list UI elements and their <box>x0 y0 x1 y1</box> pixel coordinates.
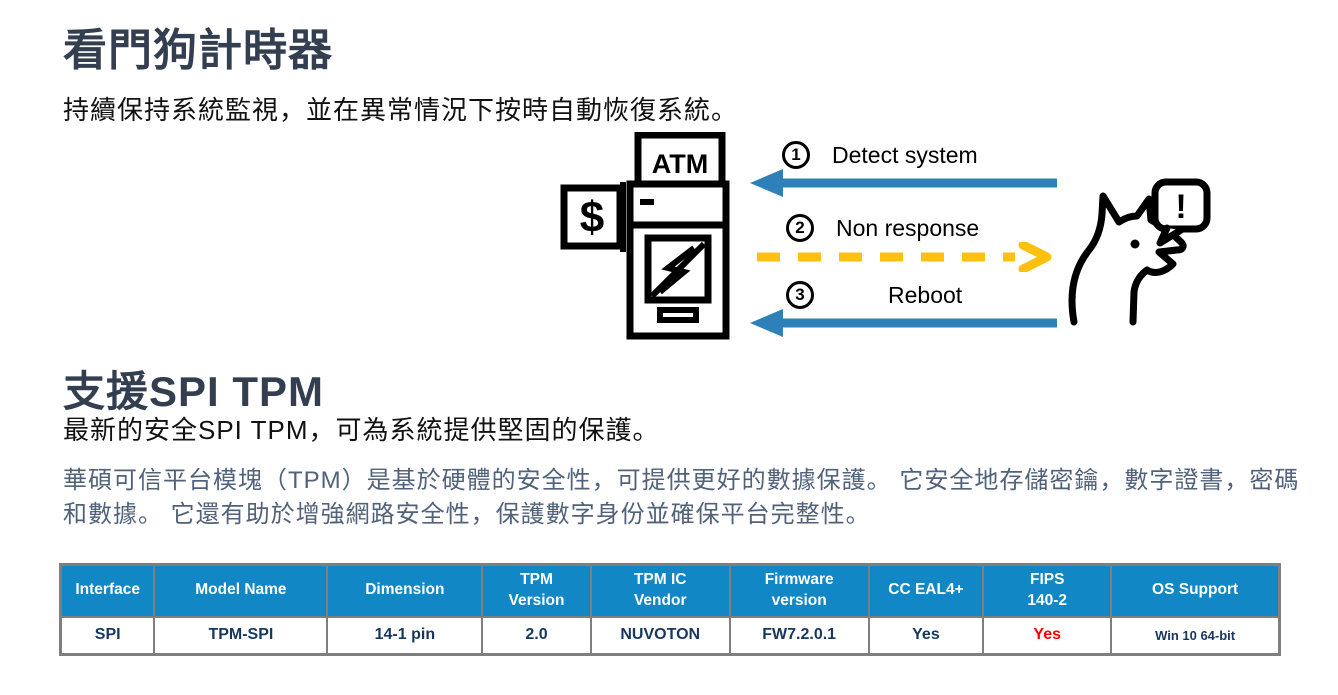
header-dimension: Dimension <box>326 563 484 618</box>
header-firmware-version: Firmware version <box>728 563 870 618</box>
atm-label: ATM <box>652 149 708 179</box>
cell-firmware-version: FW7.2.0.1 <box>728 615 870 656</box>
arrow-left-reboot-icon <box>750 309 1057 337</box>
step-number-badge: 1 <box>782 141 810 169</box>
step-label-text: Non response <box>836 214 980 241</box>
table-header-row: Interface Model Name Dimension TPM Versi… <box>59 563 1281 618</box>
table-data-row: SPI TPM-SPI 14-1 pin 2.0 NUVOTON FW7.2.0… <box>59 615 1281 656</box>
tpm-spec-table: Interface Model Name Dimension TPM Versi… <box>59 563 1281 656</box>
tpm-subtitle: 最新的安全SPI TPM，可為系統提供堅固的保護。 <box>63 415 660 445</box>
header-os-support: OS Support <box>1110 563 1281 618</box>
step-label-text: Detect system <box>832 141 978 168</box>
cell-tpm-version: 2.0 <box>481 615 592 656</box>
atm-machine-icon: ATM $ <box>560 132 730 340</box>
cell-tpm-ic-vendor: NUVOTON <box>589 615 731 656</box>
watchdog-title: 看門狗計時器 <box>63 26 333 75</box>
cell-os-support: Win 10 64-bit <box>1110 615 1281 656</box>
tpm-paragraph: 華碩可信平台模塊（TPM）是基於硬體的安全性，可提供更好的數據保護。 它安全地存… <box>63 467 1300 528</box>
step-reboot: 3 Reboot <box>786 281 962 309</box>
arrow-left-detect-icon <box>750 169 1057 197</box>
dollar-card <box>560 184 624 250</box>
header-tpm-ic-vendor: TPM IC Vendor <box>589 563 731 618</box>
header-model-name: Model Name <box>153 563 329 618</box>
header-interface: Interface <box>59 563 156 618</box>
cell-dimension: 14-1 pin <box>326 615 484 656</box>
header-tpm-version: TPM Version <box>481 563 592 618</box>
dashed-arrow-right-icon <box>757 242 1052 272</box>
header-cc-eal4: CC EAL4+ <box>867 563 985 618</box>
atm-sign <box>634 132 726 188</box>
cell-model-name: TPM-SPI <box>153 615 329 656</box>
atm-cash-slot <box>657 307 699 323</box>
step-number-badge: 3 <box>786 281 814 309</box>
atm-screen <box>644 234 712 304</box>
step-number-badge: 2 <box>786 214 814 242</box>
step-non-response: 2 Non response <box>786 214 979 242</box>
dog-eye <box>1130 239 1140 249</box>
step-detect-system: 1 Detect system <box>782 141 978 169</box>
watchdog-dog-icon: ! <box>1068 178 1211 326</box>
cell-interface: SPI <box>59 615 156 656</box>
watchdog-subtitle: 持續保持系統監視，並在異常情況下按時自動恢復系統。 <box>63 95 739 125</box>
alert-exclamation: ! <box>1175 188 1186 226</box>
cell-fips-140-2: Yes <box>982 615 1113 656</box>
header-fips-140-2: FIPS 140-2 <box>982 563 1113 618</box>
step-label-text: Reboot <box>888 281 963 308</box>
dollar-icon: $ <box>580 193 604 242</box>
tpm-title: 支援SPI TPM <box>63 368 325 415</box>
cell-cc-eal4: Yes <box>867 615 985 656</box>
